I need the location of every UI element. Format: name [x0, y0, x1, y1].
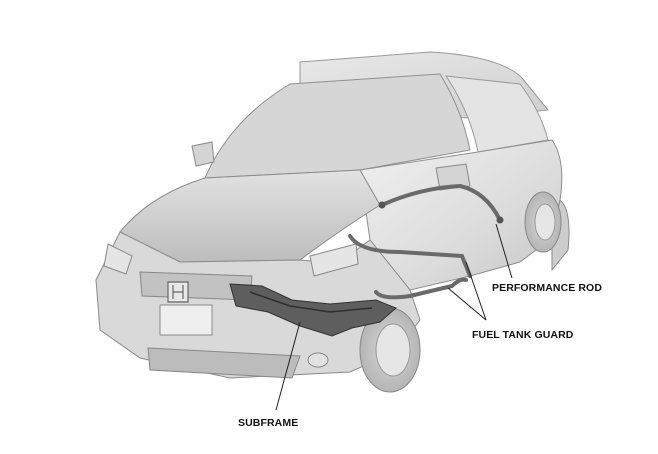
rear-wheel-rim	[535, 204, 555, 240]
license-plate	[160, 305, 212, 335]
label-performance-rod: PERFORMANCE ROD	[492, 282, 602, 294]
performance-rod-end-front	[379, 202, 386, 209]
performance-rod-end-rear	[497, 217, 504, 224]
label-subframe: SUBFRAME	[238, 417, 298, 429]
left-side-mirror	[192, 142, 214, 166]
fog-light	[308, 353, 328, 367]
front-wheel-rim	[376, 324, 410, 376]
brand-emblem-icon	[168, 282, 188, 302]
label-fuel-tank-guard: FUEL TANK GUARD	[472, 329, 574, 341]
